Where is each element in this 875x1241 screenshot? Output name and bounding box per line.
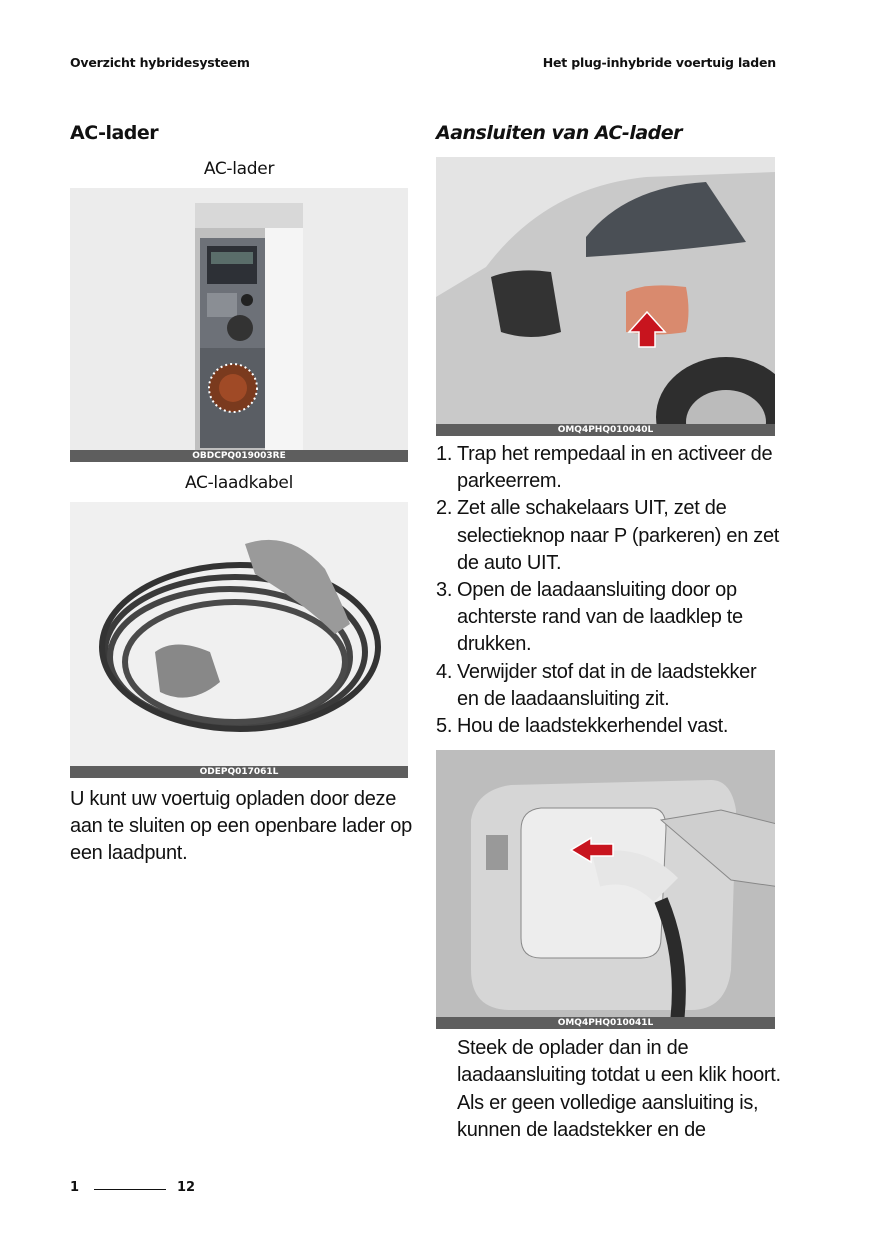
continuation-paragraph: Steek de oplader dan in de laadaansluiti…: [457, 1037, 781, 1141]
charging-flap-figure: OMQ4PHQ010040L: [436, 157, 775, 436]
section-heading: Aansluiten van AC-lader: [436, 122, 683, 144]
running-header-right: Het plug-inhybride voertuig laden: [542, 55, 776, 70]
step-item: 1.Trap het rempedaal in en activeer de p…: [436, 443, 773, 493]
step-item: 3.Open de laadaansluiting door op achter…: [436, 579, 743, 656]
figure-code: OMQ4PHQ010040L: [436, 424, 775, 436]
right-column-flow: 1.Trap het rempedaal in en activeer de p…: [436, 441, 781, 1144]
steps-list: 1.Trap het rempedaal in en activeer de p…: [436, 441, 781, 740]
figure-code: OBDCPQ019003RE: [70, 450, 408, 462]
running-header-left: Overzicht hybridesysteem: [70, 55, 250, 70]
figure-code: ODEPQ017061L: [70, 766, 408, 778]
figure-caption: AC-lader: [203, 159, 275, 179]
step-item: 5.Hou de laadstekkerhendel vast.: [436, 715, 729, 738]
figure-code: OMQ4PHQ010041L: [436, 1017, 775, 1030]
step-item: 4.Verwijder stof dat in de laadstekker e…: [436, 660, 757, 710]
ac-charger-figure: OBDCPQ019003RE: [70, 188, 408, 462]
plug-insert-figure: OMQ4PHQ010041L: [436, 750, 775, 1030]
intro-paragraph: U kunt uw voertuig opladen door deze aan…: [70, 788, 412, 865]
section-number: 1: [70, 1180, 80, 1195]
footer-divider: [94, 1189, 166, 1190]
page-number: 12: [177, 1180, 196, 1195]
figure-caption: AC-laadkabel: [184, 473, 294, 493]
ac-cable-figure: ODEPQ017061L: [70, 502, 408, 778]
section-heading: AC-lader: [70, 122, 159, 144]
step-item: 2.Zet alle schakelaars UIT, zet de selec…: [436, 497, 780, 574]
